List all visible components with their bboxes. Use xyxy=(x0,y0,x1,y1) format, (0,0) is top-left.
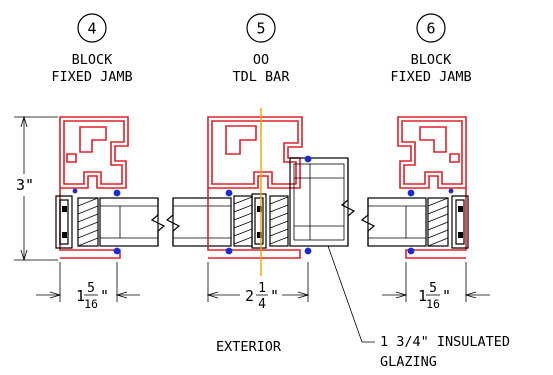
dim-numerator: 5 xyxy=(87,281,95,296)
gasket xyxy=(113,189,121,197)
callout-6: 6 BLOCK FIXED JAMB xyxy=(390,13,472,85)
dim-denominator: 16 xyxy=(426,297,440,311)
dim-numerator: 1 xyxy=(258,281,266,296)
callout-number: 5 xyxy=(256,20,265,38)
dim-unit: " xyxy=(100,287,109,305)
callout-number: 6 xyxy=(426,20,435,38)
dim-unit: " xyxy=(270,287,279,305)
bead-clip xyxy=(62,232,67,238)
gasket xyxy=(448,188,454,194)
bead-clip xyxy=(257,232,262,238)
glazing-label-line2: GLAZING xyxy=(380,354,437,370)
callout-number: 4 xyxy=(87,20,96,38)
dim-denominator: 16 xyxy=(84,297,98,311)
dim-numerator: 5 xyxy=(429,281,437,296)
gasket xyxy=(304,155,312,163)
dim-whole: 1 xyxy=(76,287,85,305)
left-width-dimension: 1 5 16 " xyxy=(36,262,140,311)
callout-title: BLOCK xyxy=(72,52,114,68)
callout-subtitle: FIXED JAMB xyxy=(51,69,132,85)
height-label: 3" xyxy=(16,176,34,194)
bead-clip xyxy=(458,232,463,238)
tdl-bar-section xyxy=(165,108,356,276)
callout-circle xyxy=(77,13,107,43)
bead-clip xyxy=(257,206,262,212)
callout-circle xyxy=(246,13,276,43)
gasket xyxy=(72,188,78,194)
height-dimension: 3" xyxy=(14,115,58,262)
callout-subtitle: TDL BAR xyxy=(233,69,291,85)
dim-denominator: 4 xyxy=(258,297,266,312)
callout-title: OO xyxy=(253,52,269,68)
left-jamb-section xyxy=(55,116,166,259)
right-jamb-section xyxy=(360,116,469,259)
gasket xyxy=(304,247,312,255)
dim-whole: 2 xyxy=(245,287,254,305)
glazing-leader xyxy=(327,245,375,343)
bead-clip xyxy=(62,206,67,212)
gasket xyxy=(225,247,233,255)
callout-circle xyxy=(416,13,446,43)
gasket xyxy=(113,247,121,255)
gasket xyxy=(407,247,415,255)
gasket xyxy=(407,189,415,197)
exterior-label: EXTERIOR xyxy=(216,339,282,355)
center-width-dimension: 2 1 4 " xyxy=(206,262,310,312)
gasket xyxy=(225,189,233,197)
callout-5: 5 OO TDL BAR xyxy=(233,13,291,85)
callout-title: BLOCK xyxy=(411,52,453,68)
callout-subtitle: FIXED JAMB xyxy=(390,69,471,85)
callout-4: 4 BLOCK FIXED JAMB xyxy=(51,13,133,85)
glazing-label-line1: 1 3/4" INSULATED xyxy=(380,334,510,350)
dim-unit: " xyxy=(442,287,451,305)
right-width-dimension: 1 5 16 " xyxy=(382,262,490,311)
dim-whole: 1 xyxy=(418,287,427,305)
bead-clip xyxy=(458,206,463,212)
